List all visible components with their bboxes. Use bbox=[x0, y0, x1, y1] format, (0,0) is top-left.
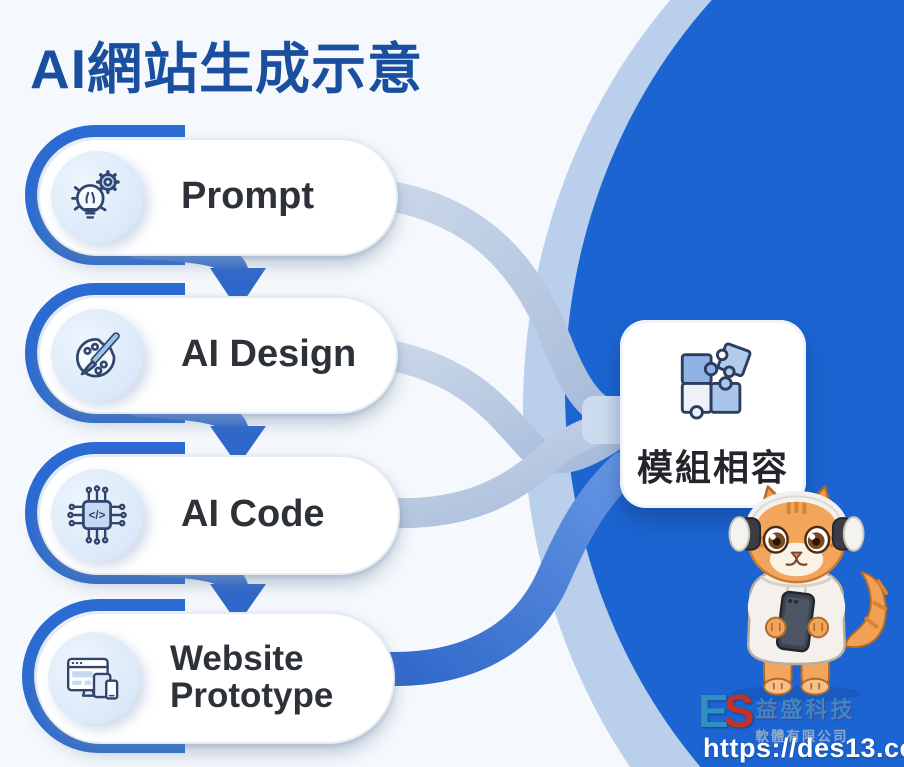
connector-website-prototype bbox=[351, 451, 641, 686]
puzzle-pieces-icon bbox=[680, 342, 752, 420]
piece-bottom-right bbox=[709, 376, 742, 414]
step-pill-ai-code: </> AI Code bbox=[38, 455, 400, 575]
step-label: AI Code bbox=[181, 493, 325, 536]
step-label: AI Design bbox=[181, 333, 357, 376]
pill-crescents bbox=[22, 125, 185, 753]
module-compatibility-card: 模組相容 bbox=[620, 320, 806, 508]
website-url-link[interactable]: https://des13.com/ bbox=[703, 733, 904, 763]
step-pill-ai-design: AI Design bbox=[38, 296, 398, 414]
step-pill-website-prototype: Website Prototype bbox=[35, 612, 395, 744]
cat-nose bbox=[790, 551, 803, 560]
palette-brush-icon bbox=[51, 309, 143, 401]
es-logo: ES bbox=[698, 688, 754, 734]
piece-detached bbox=[715, 342, 752, 379]
cat-arms bbox=[747, 589, 846, 639]
piece-bottom-left bbox=[680, 382, 713, 420]
cat-eye-left bbox=[762, 525, 789, 554]
logo-letter-s: S bbox=[723, 685, 755, 737]
cat-mouth bbox=[785, 557, 808, 566]
step-label: Website Prototype bbox=[170, 639, 334, 715]
cat-eye-right bbox=[804, 525, 831, 554]
pins bbox=[67, 485, 127, 545]
brush bbox=[80, 332, 120, 376]
piece-top-left bbox=[680, 353, 719, 385]
company-name: 益盛科技 bbox=[755, 697, 856, 722]
module-card-label: 模組相容 bbox=[636, 447, 789, 488]
svg-text:</>: </> bbox=[89, 510, 106, 522]
step-pill-prompt: Prompt bbox=[38, 138, 398, 256]
company-suffix: 軟體有限公司 bbox=[755, 729, 849, 744]
devices-icon bbox=[48, 632, 140, 724]
lightbulb-gear-icon bbox=[51, 151, 143, 243]
brand-watermark: ES 益盛科技 軟體有限公司 bbox=[698, 688, 856, 745]
flow-connectors bbox=[351, 178, 641, 686]
cat-tail bbox=[844, 571, 889, 649]
cat-mascot bbox=[693, 478, 900, 706]
headphones-icon bbox=[728, 490, 865, 552]
step-label: Prompt bbox=[181, 175, 314, 218]
gear bbox=[95, 170, 120, 194]
page-title: AI網站生成示意 bbox=[30, 38, 424, 100]
chip-code-icon: </> bbox=[51, 469, 143, 561]
connector-ai-design bbox=[357, 337, 637, 474]
logo-letter-e: E bbox=[698, 685, 729, 737]
